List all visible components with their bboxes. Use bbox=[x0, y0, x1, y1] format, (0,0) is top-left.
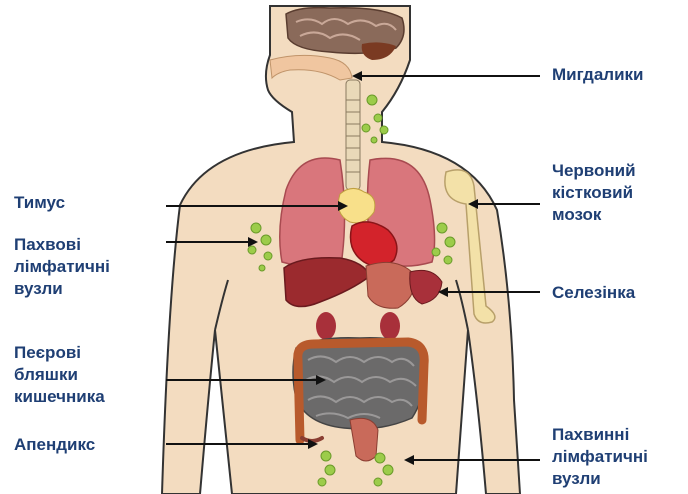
label-axillary-nodes: Пахвові лімфатичні вузли bbox=[14, 234, 110, 300]
label-peyer-patches-line-2: бляшки bbox=[14, 364, 105, 386]
label-tonsils: Мигдалики bbox=[552, 64, 644, 86]
label-spleen: Селезінка bbox=[552, 282, 635, 304]
trachea bbox=[346, 80, 360, 190]
label-inguinal-nodes-line-1: Пахвинні bbox=[552, 424, 648, 446]
label-peyer-patches-line-3: кишечника bbox=[14, 386, 105, 408]
label-peyer-patches-line-1: Пеєрові bbox=[14, 342, 105, 364]
label-appendix: Апендикс bbox=[14, 434, 95, 456]
label-axillary-nodes-line-2: лімфатичні bbox=[14, 256, 110, 278]
label-thymus: Тимус bbox=[14, 192, 65, 214]
label-axillary-nodes-line-3: вузли bbox=[14, 278, 110, 300]
label-inguinal-nodes-line-3: вузли bbox=[552, 468, 648, 490]
label-inguinal-nodes-line-2: лімфатичні bbox=[552, 446, 648, 468]
label-bone-marrow: Червоний кістковий мозок bbox=[552, 160, 636, 226]
label-bone-marrow-line-1: Червоний bbox=[552, 160, 636, 182]
label-peyer-patches: Пеєрові бляшки кишечника bbox=[14, 342, 105, 408]
label-axillary-nodes-line-1: Пахвові bbox=[14, 234, 110, 256]
right-kidney bbox=[380, 312, 400, 340]
label-bone-marrow-line-2: кістковий bbox=[552, 182, 636, 204]
left-kidney bbox=[316, 312, 336, 340]
label-inguinal-nodes: Пахвинні лімфатичні вузли bbox=[552, 424, 648, 490]
label-bone-marrow-line-3: мозок bbox=[552, 204, 636, 226]
